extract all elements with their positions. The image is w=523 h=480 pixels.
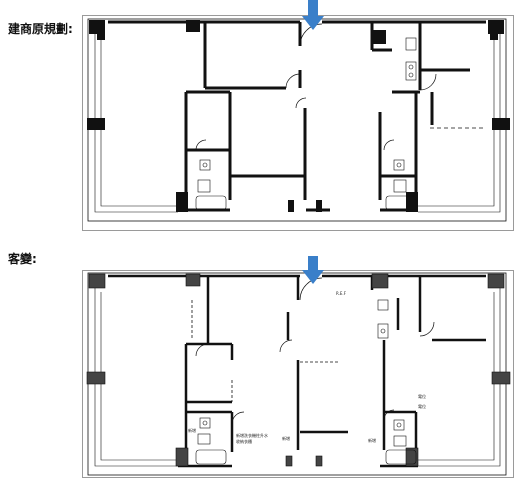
right-balcony-rail — [418, 30, 501, 213]
bath-note-bottom: 收納衣櫃 — [236, 438, 252, 444]
left-balcony-rail-inner — [100, 36, 178, 207]
bathtub — [195, 195, 227, 211]
stove — [405, 61, 417, 81]
outer-outline — [87, 18, 507, 222]
changed-plan-label: 客變: — [8, 252, 37, 266]
entry-arrow-bottom — [302, 256, 324, 284]
basin — [199, 159, 211, 171]
changed-floor-plan — [86, 272, 511, 476]
toilet — [197, 179, 211, 193]
original-floor-plan — [87, 18, 510, 222]
right-tag-3: 新增 — [368, 437, 376, 443]
right-balcony-rail-inner — [418, 36, 495, 207]
left-balcony-rail — [94, 30, 178, 213]
original-plan-label: 建商原規劃: — [8, 22, 73, 36]
right-tag-1: 電位 — [418, 393, 426, 399]
bath-note-top: 新增洗衣機柱升水 — [236, 432, 268, 438]
left-tag: 新增 — [188, 427, 196, 433]
right-tag-2: 電位 — [418, 403, 426, 409]
original-plan-frame — [82, 15, 514, 231]
mid-tag: 新增 — [282, 435, 290, 441]
fridge-tag: R.E.F — [336, 291, 347, 296]
sink — [405, 37, 417, 51]
entry-arrow-top — [302, 0, 324, 30]
